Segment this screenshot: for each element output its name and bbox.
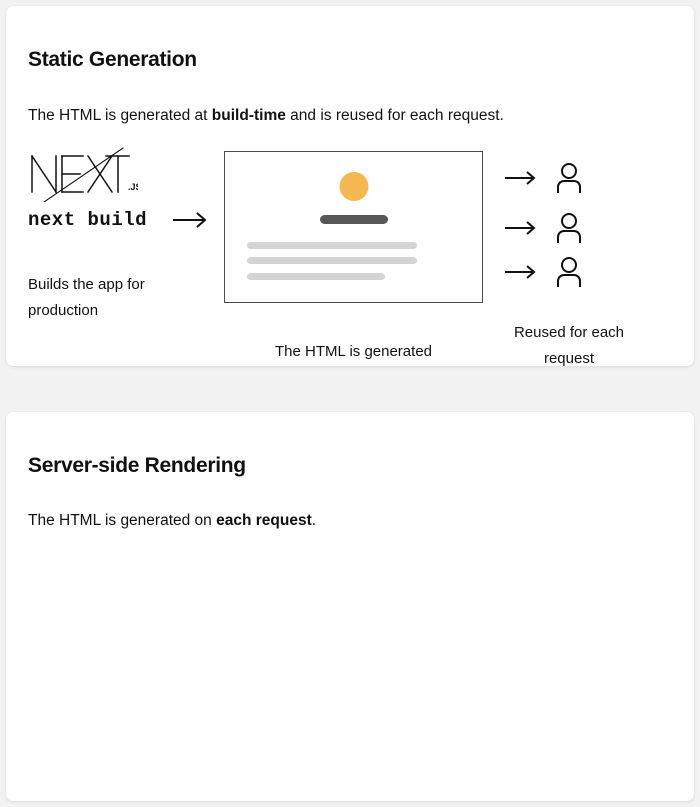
panel-subtitle: The HTML is generated on each request. [28, 512, 316, 530]
arrow-right-icon [171, 208, 211, 237]
user-delivery-row [504, 212, 584, 249]
panel-server-side-rendering: Server-side Rendering The HTML is genera… [6, 412, 694, 801]
heading-placeholder-bar [319, 215, 388, 224]
panel-subtitle: The HTML is generated at build-time and … [28, 107, 504, 125]
svg-text:.JS: .JS [128, 182, 138, 192]
user-icon [554, 256, 584, 293]
subtitle-text-before: The HTML is generated at [28, 106, 212, 124]
arrow-right-icon [504, 168, 540, 193]
users-caption-line-1: Reused for each [513, 324, 625, 341]
mock-caption: The HTML is generated [274, 343, 433, 360]
arrow-right-icon [504, 218, 540, 243]
users-caption-line-2: request [543, 350, 595, 366]
command-description: Builds the app for production [28, 276, 145, 319]
text-placeholder-line [247, 242, 417, 249]
subtitle-emphasis: each request [216, 511, 312, 529]
user-delivery-row [504, 256, 584, 293]
command-text: next build [28, 209, 148, 231]
user-delivery-row [504, 162, 584, 199]
text-placeholder-line [247, 257, 417, 264]
user-icon [554, 162, 584, 199]
subtitle-text-before: The HTML is generated on [28, 511, 217, 529]
text-placeholder-line [247, 273, 385, 280]
users-caption: Reused for each request [494, 320, 644, 366]
arrow-right-icon [504, 262, 540, 287]
subtitle-emphasis: build-time [211, 106, 286, 124]
browser-mock [224, 151, 483, 303]
user-icon [554, 212, 584, 249]
panel-static-generation: Static Generation The HTML is generated … [6, 6, 694, 366]
page-title: Server-side Rendering [28, 454, 246, 478]
page-title: Static Generation [28, 48, 197, 72]
avatar-placeholder-dot [339, 172, 368, 201]
nextjs-logo: .JS [28, 146, 138, 202]
subtitle-text-after: and is reused for each request. [285, 106, 504, 124]
subtitle-text-after: . [311, 511, 317, 529]
